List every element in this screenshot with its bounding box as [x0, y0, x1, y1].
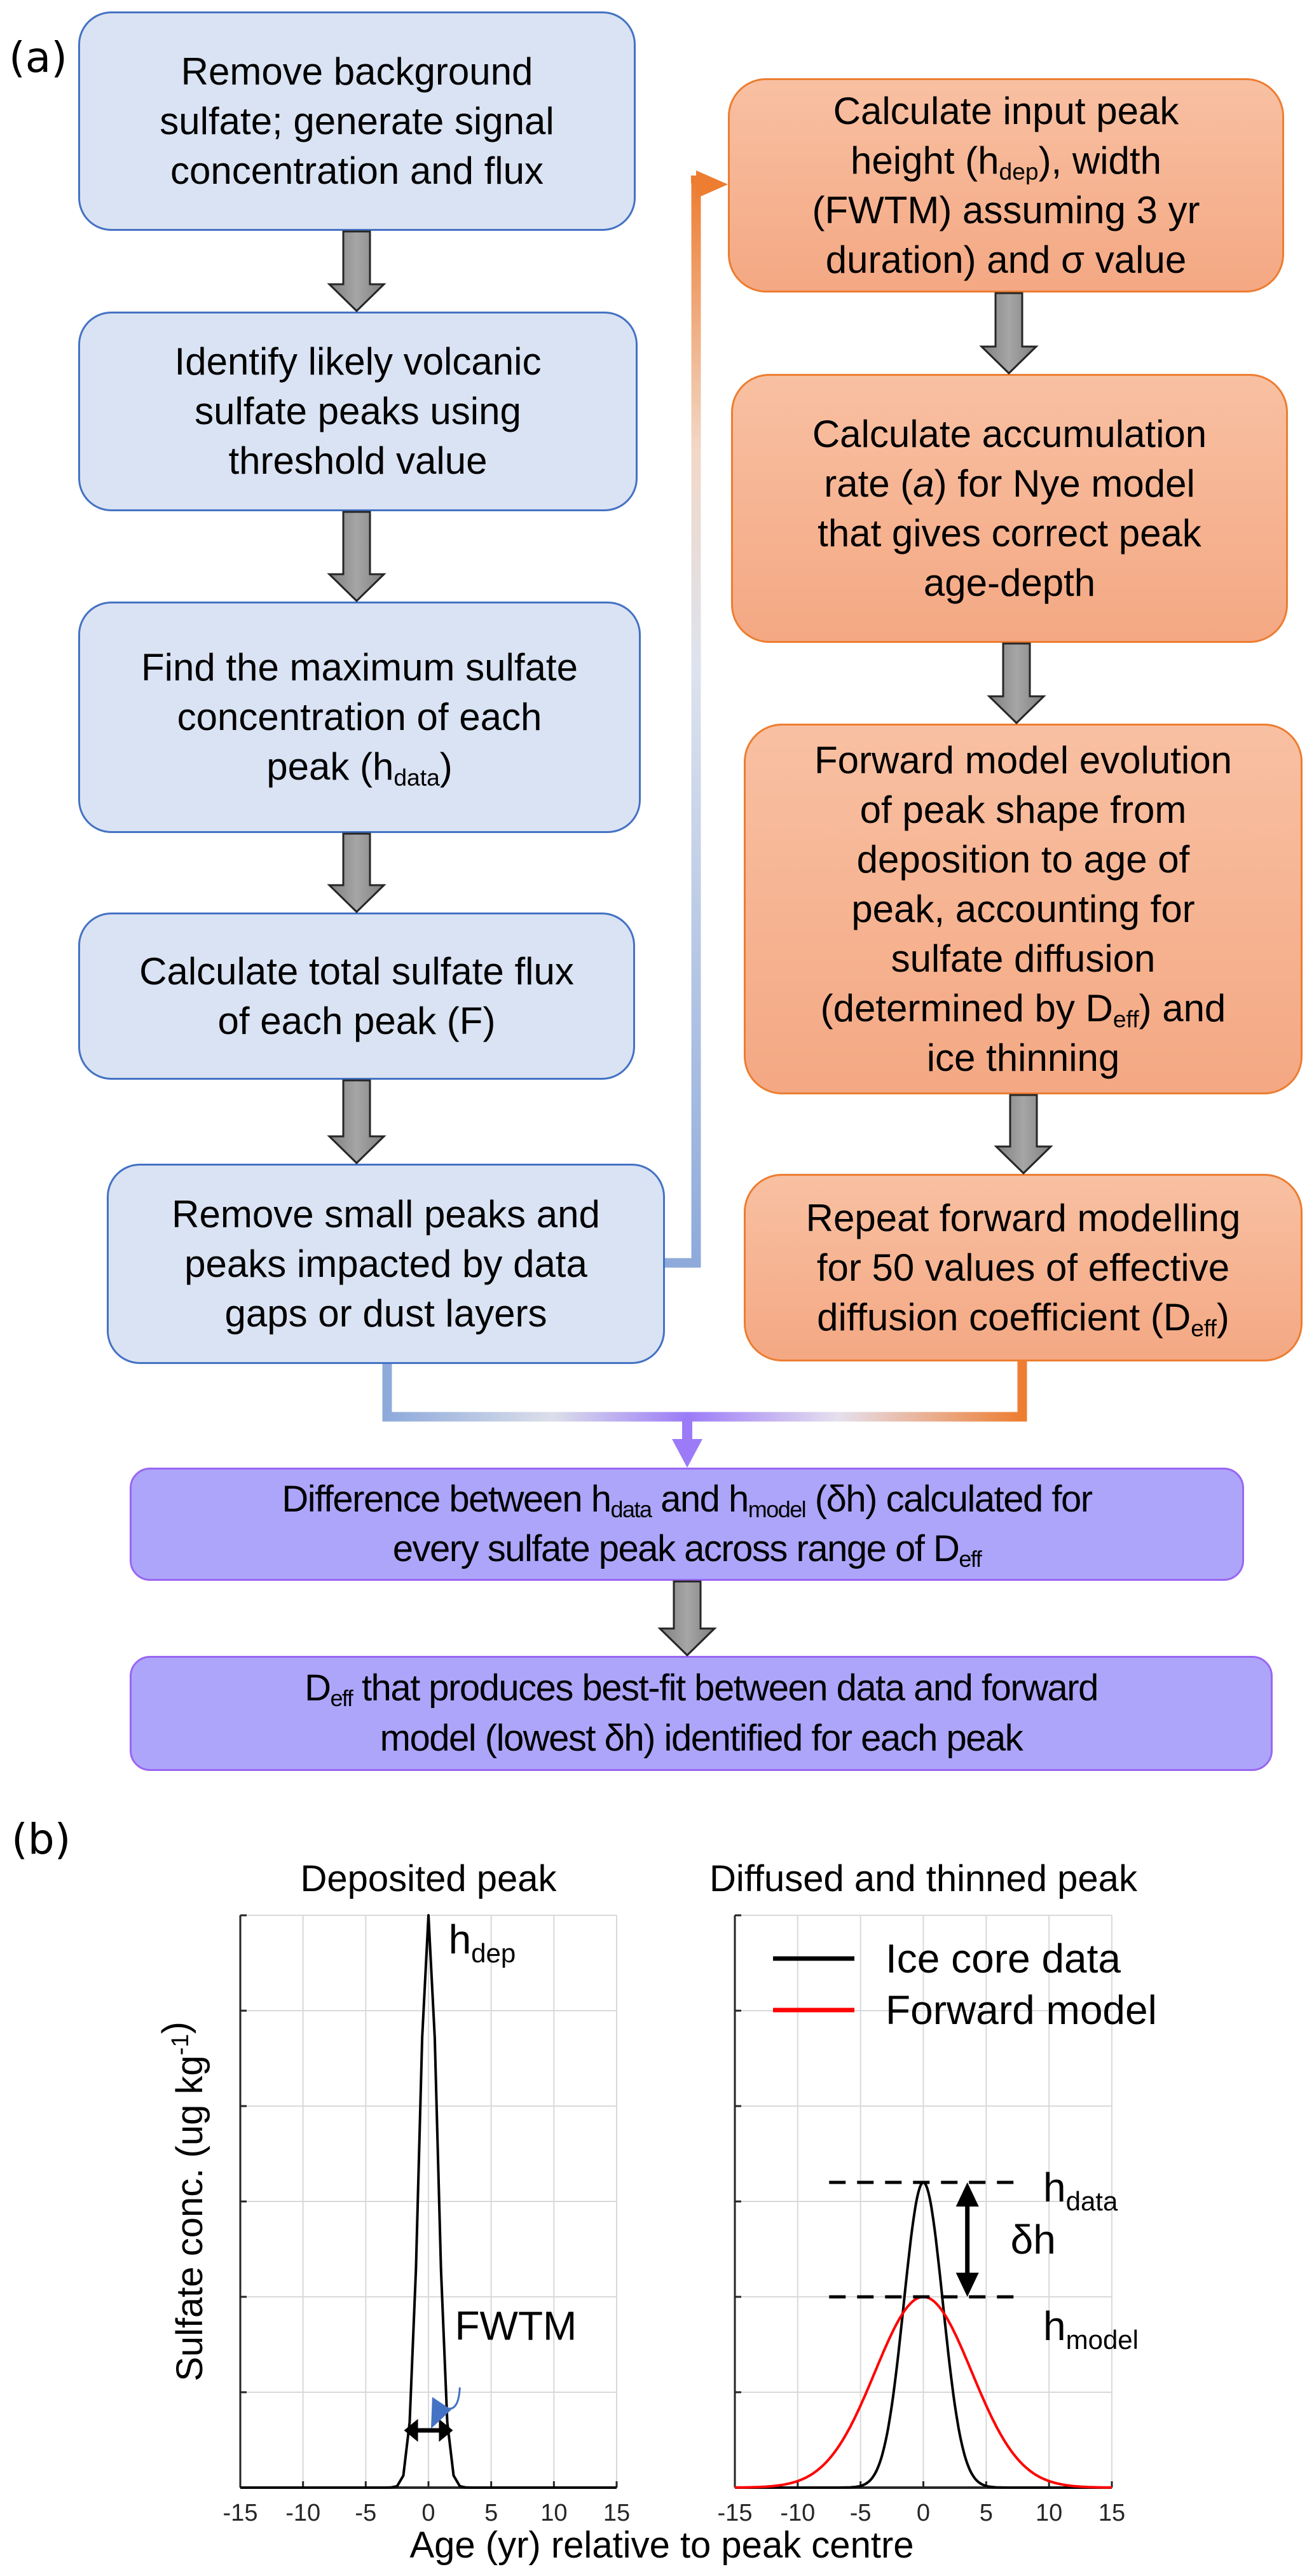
connector-blue-to-orange [665, 180, 701, 1268]
x-tick-label: -15 [718, 2500, 753, 2526]
chart-2: -15 -10 -5 0 5 10 15 Diffused and thinned peakI… [709, 1858, 1157, 2526]
merge-stem [682, 1417, 692, 1440]
x-tick-label: -5 [355, 2500, 376, 2526]
annotation-label: hdep [449, 1917, 516, 1968]
arrow-down-icon [955, 2273, 979, 2297]
annotation-label: FWTM [455, 2303, 577, 2349]
series-line-deposited-peak [240, 1914, 617, 2489]
x-tick-label: 15 [1098, 2500, 1125, 2526]
x-tick-label: 15 [603, 2500, 630, 2526]
step-best-fit: Deff that produces best-fit between data… [130, 1656, 1273, 1771]
fwtm-pointer-arrow [447, 2387, 461, 2410]
legend-label: Forward model [886, 1987, 1157, 2033]
flowchart-connectors [382, 170, 1027, 1468]
delta-h-label: δh [1011, 2217, 1056, 2263]
series-line-ice-core-data [735, 2181, 1112, 2489]
merge-arrowhead-icon [672, 1439, 702, 1468]
x-tick-label: -15 [223, 2500, 258, 2526]
x-tick-label: 10 [1036, 2500, 1062, 2526]
step-difference: Difference between hdata and hmodel (δh)… [130, 1468, 1244, 1581]
chart-title: Deposited peak [300, 1858, 557, 1899]
arrow-up-icon [955, 2182, 979, 2207]
arrow-right-icon [439, 2419, 453, 2442]
x-tick-label: 5 [980, 2500, 993, 2526]
y-axis-label: Sulfate conc. (ug kg-1) [155, 2022, 210, 2381]
series-line-forward-model [735, 2296, 1112, 2489]
panel-a-label: (a) [9, 33, 67, 82]
arrow-left-icon [404, 2419, 418, 2442]
panel-b-label: (b) [11, 1815, 71, 1864]
step-text: Difference between hdata and hmodel (δh)… [282, 1478, 1093, 1572]
x-tick-label: -10 [780, 2500, 815, 2526]
connector-right-merge [687, 1361, 1027, 1422]
x-tick-label: 0 [917, 2500, 930, 2526]
pointer-arrowhead-icon [430, 2397, 451, 2429]
chart-title: Diffused and thinned peak [709, 1858, 1138, 1899]
legend-label: Ice core data [886, 1936, 1121, 1981]
x-tick-label: 0 [421, 2500, 435, 2526]
x-tick-label: 5 [484, 2500, 498, 2526]
x-tick-label: -10 [285, 2500, 320, 2526]
x-axis-label: Age (yr) relative to peak centre [409, 2524, 914, 2566]
annotation-label-hmodel: hmodel [1043, 2303, 1139, 2355]
x-tick-label: 10 [540, 2500, 567, 2526]
x-tick-label: -5 [850, 2500, 872, 2526]
annotation-label-hdata: hdata [1043, 2165, 1118, 2216]
connector-left-merge [382, 1364, 687, 1422]
step-text: Deff that produces best-fit between data… [305, 1667, 1098, 1759]
connector-corner [691, 176, 701, 183]
connector-arrowhead-icon [696, 170, 728, 198]
